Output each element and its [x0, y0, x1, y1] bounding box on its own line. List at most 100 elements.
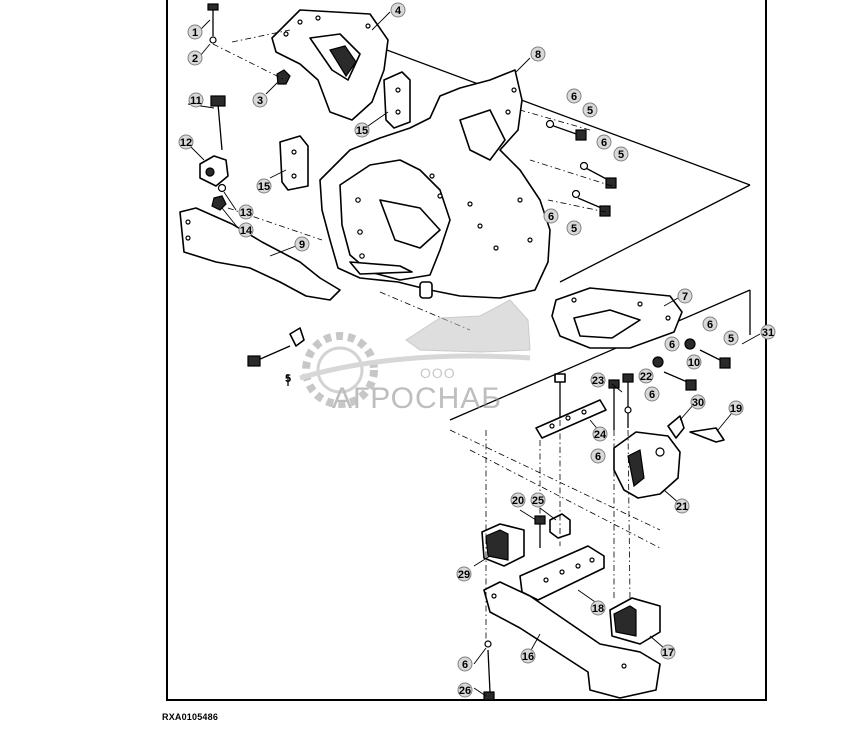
- bolt-group-mid-left: [247, 327, 305, 386]
- part-block-29: [481, 523, 525, 567]
- svg-text:6: 6: [462, 659, 468, 671]
- callout-14: 14: [238, 222, 254, 238]
- svg-text:6: 6: [707, 319, 713, 331]
- svg-text:5: 5: [587, 105, 593, 117]
- callout-7: 7: [677, 288, 693, 304]
- svg-text:5: 5: [728, 333, 734, 345]
- callout-5d: 5: [723, 330, 739, 346]
- bolt-group-left: [199, 3, 291, 211]
- svg-text:25: 25: [532, 495, 544, 507]
- bolt-26: [483, 640, 495, 701]
- callout-25: 25: [530, 492, 546, 508]
- svg-text:6: 6: [548, 211, 554, 223]
- svg-text:26: 26: [459, 685, 471, 697]
- callout-10: 10: [686, 354, 702, 370]
- callout-5c: 5: [566, 220, 582, 236]
- callout-6h: 6: [457, 656, 473, 672]
- svg-text:24: 24: [594, 429, 607, 441]
- svg-text:22: 22: [640, 371, 652, 383]
- svg-text:5: 5: [285, 373, 291, 385]
- callout-26: 26: [457, 682, 473, 698]
- svg-text:16: 16: [522, 651, 534, 663]
- part-block-17: [609, 597, 661, 645]
- callout-6d: 6: [702, 316, 718, 332]
- callout-6b: 6: [596, 134, 612, 150]
- callout-13: 13: [238, 204, 254, 220]
- part-bracket-4: [271, 9, 389, 121]
- callout-6c: 6: [543, 208, 559, 224]
- callout-20: 20: [510, 492, 526, 508]
- diagram-frame: [166, 0, 767, 701]
- callout-leaders: [187, 11, 761, 697]
- part-crossbar-16: [483, 581, 661, 699]
- callout-9: 9: [294, 236, 310, 252]
- svg-text:2: 2: [192, 53, 198, 65]
- callout-16: 16: [520, 648, 536, 664]
- callout-19: 19: [728, 400, 744, 416]
- svg-text:20: 20: [512, 495, 524, 507]
- svg-text:6: 6: [595, 451, 601, 463]
- svg-text:14: 14: [240, 225, 253, 237]
- svg-text:6: 6: [601, 137, 607, 149]
- callout-5b: 5: [613, 146, 629, 162]
- svg-text:21: 21: [676, 501, 688, 513]
- part-rail-9: [179, 207, 341, 301]
- svg-text:9: 9: [299, 239, 305, 251]
- callout-17: 17: [660, 644, 676, 660]
- callout-22: 22: [638, 368, 654, 384]
- figure-code: RXA0105486: [162, 712, 219, 722]
- callout-6e: 6: [664, 336, 680, 352]
- callout-23: 23: [590, 372, 606, 388]
- callout-8: 8: [530, 46, 546, 62]
- callout-31: 31: [760, 324, 776, 340]
- callout-30: 30: [690, 394, 706, 410]
- svg-text:6: 6: [649, 389, 655, 401]
- callout-3: 3: [252, 92, 268, 108]
- callouts: 1 2 3 4 5 5 5 5 5 6 6 6 6 6 6 6 6 7 8 9 …: [178, 2, 776, 698]
- svg-text:4: 4: [395, 5, 402, 17]
- callout-6g: 6: [590, 448, 606, 464]
- svg-text:18: 18: [592, 603, 604, 615]
- callout-12: 12: [178, 134, 194, 150]
- svg-text:23: 23: [592, 375, 604, 387]
- svg-text:10: 10: [688, 357, 700, 369]
- callout-6a: 6: [566, 88, 582, 104]
- part-hitch-21: [613, 415, 725, 499]
- callout-11: 11: [188, 92, 204, 108]
- callout-24: 24: [592, 426, 608, 442]
- svg-text:3: 3: [257, 95, 263, 107]
- svg-text:1: 1: [192, 27, 198, 39]
- svg-text:12: 12: [180, 137, 192, 149]
- part-main-frame-8: [319, 69, 551, 299]
- part-block-25: [534, 513, 571, 548]
- callout-4: 4: [390, 2, 406, 18]
- callout-5e: 5: [285, 373, 291, 385]
- svg-text:30: 30: [692, 397, 704, 409]
- svg-text:31: 31: [762, 327, 774, 339]
- part-bracket-7: [551, 287, 683, 349]
- svg-text:15: 15: [356, 125, 368, 137]
- svg-text:6: 6: [669, 339, 675, 351]
- part-plate-18: [519, 545, 605, 601]
- svg-text:17: 17: [662, 647, 674, 659]
- bolt-group-right-mid: [554, 338, 731, 430]
- svg-text:13: 13: [240, 207, 252, 219]
- callout-2: 2: [187, 50, 203, 66]
- part-plate-24: [535, 399, 607, 439]
- callout-15b: 15: [354, 122, 370, 138]
- callout-5a: 5: [582, 102, 598, 118]
- svg-text:11: 11: [190, 95, 202, 107]
- callout-29: 29: [456, 566, 472, 582]
- callout-21: 21: [674, 498, 690, 514]
- callout-1: 1: [187, 24, 203, 40]
- svg-text:6: 6: [571, 91, 577, 103]
- svg-text:5: 5: [618, 149, 624, 161]
- svg-text:8: 8: [535, 49, 541, 61]
- svg-text:19: 19: [730, 403, 742, 415]
- callout-18: 18: [590, 600, 606, 616]
- svg-text:15: 15: [258, 181, 270, 193]
- part-spacer-15: [279, 71, 411, 191]
- svg-text:7: 7: [682, 291, 688, 303]
- callout-15a: 15: [256, 178, 272, 194]
